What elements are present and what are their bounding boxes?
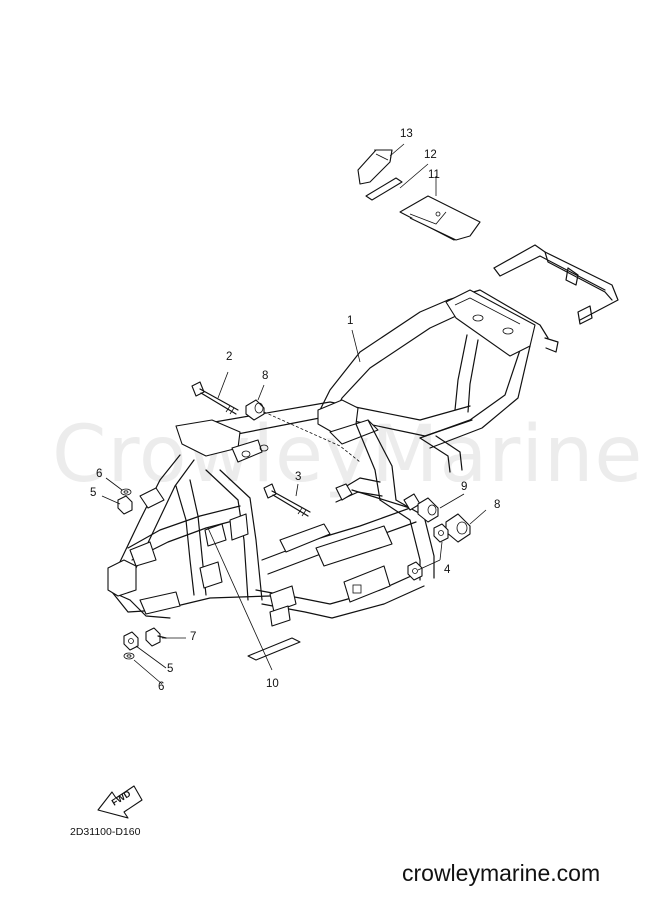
diagram-code: 2D31100-D160 [70,826,141,838]
hardware-parts [117,381,471,660]
callout-11: 11 [428,169,440,181]
callout-12: 12 [424,149,437,161]
callout-1: 1 [347,315,354,327]
site-url: crowleymarine.com [402,860,601,886]
callout-9: 9 [461,481,468,493]
rear-frame-section [319,244,619,449]
callout-3: 3 [295,471,302,483]
callout-5-upper: 5 [90,487,97,499]
main-frame-front [107,454,271,619]
callout-13: 13 [400,128,413,140]
callout-8-right: 8 [494,499,501,511]
fwd-arrow-icon: FWD [97,785,143,819]
accessory-parts [247,149,481,661]
leader-lines [101,143,487,685]
callout-5-lower: 5 [167,663,174,675]
main-frame-upper [175,399,473,501]
callout-4: 4 [444,564,451,576]
callout-6-upper: 6 [96,468,103,480]
callout-2: 2 [226,351,233,363]
callout-8-upper: 8 [262,370,269,382]
callout-7: 7 [190,631,197,643]
callout-6-lower: 6 [158,681,165,693]
callout-10: 10 [266,678,279,690]
